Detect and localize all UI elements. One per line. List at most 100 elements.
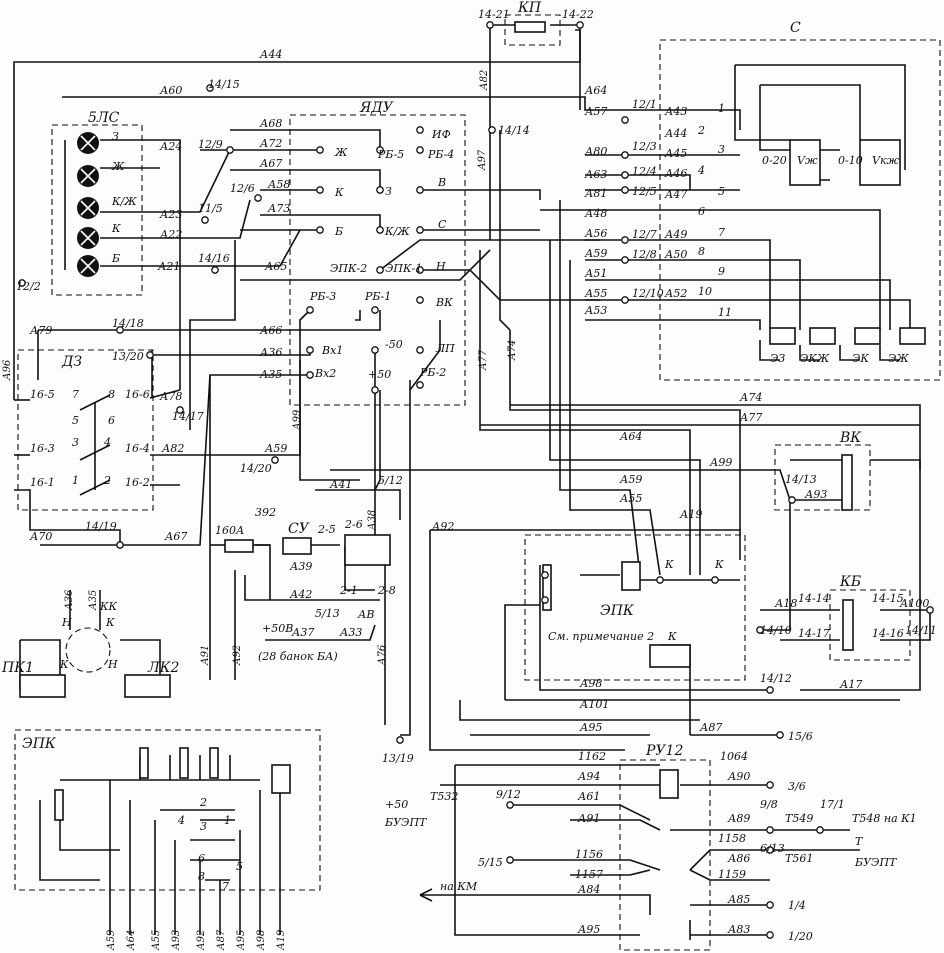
wire-a44-top: А44 [259, 48, 282, 61]
node-17-1: 17/1 [820, 798, 845, 811]
terminal-node [506, 856, 514, 864]
c-pin-3: 3 [718, 143, 725, 156]
node-2-8: 2-8 [377, 584, 396, 597]
wire-a70: А70 [29, 530, 52, 543]
node-12-2: 12/2 [16, 280, 41, 293]
epk-bottom-coil [271, 764, 291, 794]
yadu-b: Б [334, 225, 343, 238]
label-kp: КП [517, 0, 542, 16]
label-pk1: ПК1 [1, 660, 34, 676]
wire-a81: А81 [584, 187, 607, 200]
terminal-node [18, 279, 26, 287]
yadu-rb5: РБ-5 [377, 148, 404, 161]
av-label: АВ [357, 608, 374, 621]
wnum-1159: 1159 [718, 868, 746, 881]
label-ru12: РУ12 [645, 743, 683, 759]
yadu-rb2: РБ-2 [419, 366, 446, 379]
yadu-v: В [437, 176, 446, 189]
epk-pin-6: 6 [198, 852, 205, 865]
dz-16-3: 16-3 [30, 442, 55, 455]
meter-vzh [789, 139, 821, 186]
terminal-node [201, 216, 209, 224]
epk-bottom-a98: А98 [256, 930, 267, 951]
lamp-column [77, 132, 99, 277]
yadu-plus50: +50 [368, 368, 391, 381]
yadu-if: ИФ [431, 128, 451, 141]
buept-left: БУЭПТ [384, 816, 428, 829]
relay-ek [854, 327, 881, 345]
wire-a52: А52 [664, 287, 687, 300]
block-yadu-outline [289, 114, 466, 406]
kk-h-right: Н [107, 658, 118, 671]
label-cu: СУ [288, 521, 310, 537]
node-5-15: 5/15 [478, 856, 503, 869]
wire-a55-mid: А55 [619, 492, 642, 505]
node-5-12: 5/12 [378, 474, 403, 487]
c-pin-10: 10 [698, 285, 712, 298]
node-14-10: 14/10 [760, 624, 792, 637]
node-5-13: 5/13 [315, 607, 340, 620]
lamp-label-b: Б [111, 252, 120, 265]
c-vzh: Vж [797, 154, 818, 167]
switch-2-6 [344, 534, 391, 566]
note-k-label: К [667, 630, 677, 643]
yadu-z: З [385, 185, 392, 198]
node-14-19: 14/19 [85, 520, 117, 533]
pk1-coil [19, 674, 66, 698]
c-pin-8: 8 [698, 245, 705, 258]
t-label: Т [855, 835, 864, 848]
t548-label: Т548 на К1 [852, 812, 917, 825]
terminal-node [776, 731, 784, 739]
node-6-13: 6/13 [760, 842, 785, 855]
epk-relay-coil [621, 561, 641, 591]
wire-392: 392 [255, 506, 276, 519]
terminal-node [766, 931, 774, 939]
c-pin-11: 11 [718, 306, 732, 319]
node-2-1: 2-1 [339, 584, 358, 597]
terminal-node [621, 236, 629, 244]
epk-pin-1: 1 [224, 814, 231, 827]
wire-a78: А78 [159, 390, 182, 403]
wire-a24: А24 [159, 140, 182, 153]
terminal-node [416, 126, 424, 134]
node-15-6: 15/6 [788, 730, 813, 743]
node-12-10: 12/10 [632, 287, 664, 300]
node-14-14b: 14-14 [798, 592, 830, 605]
epk-bottom-a55: А55 [151, 930, 162, 951]
terminal-node [376, 186, 384, 194]
wire-a76: А76 [377, 644, 388, 666]
terminal-node [621, 186, 629, 194]
wire-a21: А21 [157, 260, 180, 273]
wire-a50: А50 [664, 248, 687, 261]
wire-a38: А38 [367, 510, 378, 531]
wire-a64: А64 [584, 84, 607, 97]
node-9-8: 9/8 [760, 798, 778, 811]
terminal-node [316, 146, 324, 154]
node-9-12: 9/12 [496, 788, 521, 801]
terminal-node [116, 541, 124, 549]
node-12-7: 12/7 [632, 228, 657, 241]
epk-contact-block [542, 564, 552, 611]
wire-a91-right: А89 [727, 812, 750, 825]
su-block [282, 537, 312, 555]
label-epk-bottom: ЭПК [22, 736, 57, 752]
yadu-c: С [438, 218, 447, 231]
terminal-node [316, 186, 324, 194]
terminal-node [488, 126, 496, 134]
wire-a67-bottom: А67 [164, 530, 187, 543]
wire-a42: А42 [289, 588, 312, 601]
lamp-label-k: К [111, 222, 121, 235]
terminal-node [541, 571, 549, 579]
node-12-4: 12/4 [632, 165, 657, 178]
terminal-node [766, 846, 774, 854]
epk-pin-3: 3 [200, 820, 207, 833]
terminal-node [788, 496, 796, 504]
wire-a99-vert: А99 [292, 409, 303, 431]
node-2-6: 2-6 [344, 518, 363, 531]
wire-a16: А100 [899, 597, 929, 610]
wnum-1064: 1064 [720, 750, 748, 763]
terminal-node [416, 146, 424, 154]
epk-pin-2: 2 [199, 796, 207, 809]
yadu-n: Н [435, 260, 446, 273]
